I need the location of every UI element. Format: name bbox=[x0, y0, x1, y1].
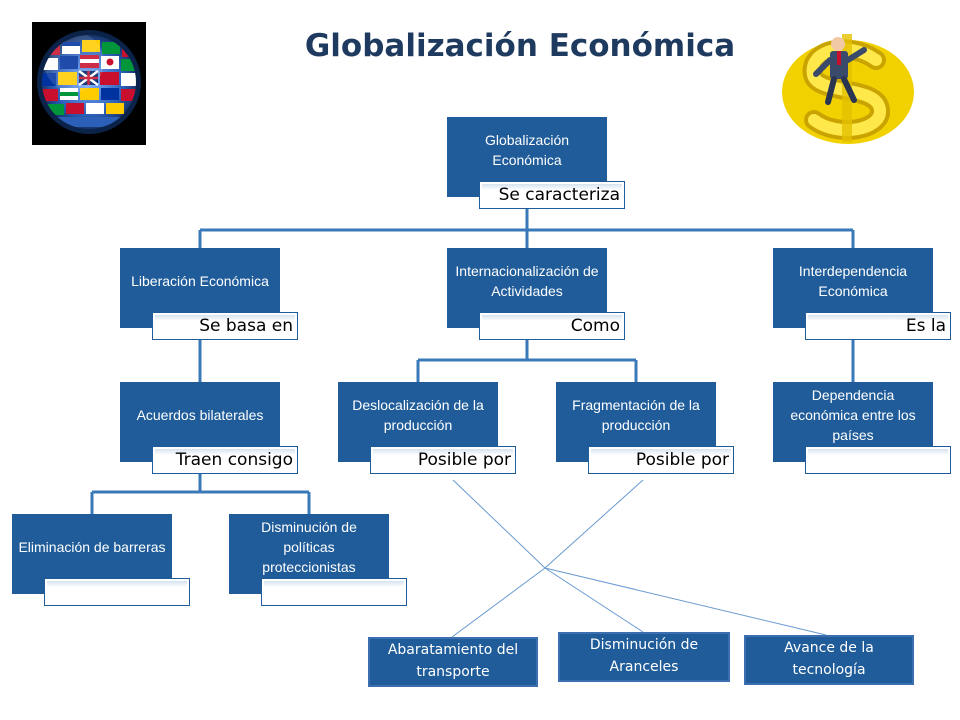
tag-fragmentacion-label: Posible por bbox=[635, 449, 729, 470]
globe-of-flags-image bbox=[32, 22, 146, 145]
tag-liberacion-label: Se basa en bbox=[199, 315, 293, 336]
tag-liberacion: Se basa en bbox=[152, 312, 298, 340]
node-fragmentacion-label: Fragmentación de la producción bbox=[572, 396, 700, 433]
tag-acuerdos: Traen consigo bbox=[152, 446, 298, 474]
node-interdependencia-label: Interdependencia Económica bbox=[798, 262, 908, 299]
tag-root: Se caracteriza bbox=[479, 181, 625, 209]
node-acuerdos-label: Acuerdos bilaterales bbox=[136, 406, 264, 423]
outcome-tecnologia: Avance de la tecnología bbox=[744, 635, 914, 685]
node-liberacion-label: Liberación Económica bbox=[131, 272, 269, 289]
tag-root-label: Se caracteriza bbox=[498, 184, 620, 205]
outcome-transporte: Abaratamiento del transporte bbox=[368, 637, 538, 687]
tag-shade bbox=[264, 581, 404, 587]
tag-shade bbox=[155, 449, 295, 455]
node-disminucion-politicas-label: Disminución de políticas proteccionistas bbox=[261, 518, 357, 576]
tag-shade bbox=[155, 315, 295, 321]
node-deslocalizacion-label: Deslocalización de la producción bbox=[352, 396, 484, 433]
tag-disminucion-politicas bbox=[261, 578, 407, 606]
tag-acuerdos-label: Traen consigo bbox=[175, 449, 293, 470]
outcome-transporte-label: Abaratamiento del transporte bbox=[387, 642, 519, 680]
node-dependencia-label: Dependencia económica entre los países bbox=[790, 386, 916, 444]
node-internacionalizacion-label: Internacionalización de Actividades bbox=[455, 262, 599, 299]
tag-dependencia bbox=[805, 446, 951, 474]
outcome-aranceles-label: Disminución de Aranceles bbox=[589, 637, 699, 675]
tag-interdependencia: Es la bbox=[805, 312, 951, 340]
tag-internacionalizacion: Como bbox=[479, 312, 625, 340]
tag-shade bbox=[47, 581, 187, 587]
tag-shade bbox=[591, 449, 731, 455]
dollar-sign-businessman-image bbox=[778, 30, 918, 145]
tag-shade bbox=[482, 315, 622, 321]
outcome-tecnologia-label: Avance de la tecnología bbox=[784, 640, 874, 678]
node-eliminacion-label: Eliminación de barreras bbox=[18, 538, 166, 555]
tag-deslocalizacion: Posible por bbox=[370, 446, 516, 474]
tag-internacionalizacion-label: Como bbox=[570, 315, 620, 336]
page-title: Globalización Económica bbox=[304, 28, 736, 64]
outcome-aranceles: Disminución de Aranceles bbox=[558, 632, 730, 682]
tag-eliminacion bbox=[44, 578, 190, 606]
tag-deslocalizacion-label: Posible por bbox=[417, 449, 511, 470]
tag-shade bbox=[373, 449, 513, 455]
tag-shade bbox=[482, 184, 622, 190]
tag-shade bbox=[808, 449, 948, 455]
tag-interdependencia-label: Es la bbox=[905, 315, 946, 336]
tag-fragmentacion: Posible por bbox=[588, 446, 734, 474]
tag-shade bbox=[808, 315, 948, 321]
node-root-label: Globalización Económica bbox=[484, 131, 570, 168]
